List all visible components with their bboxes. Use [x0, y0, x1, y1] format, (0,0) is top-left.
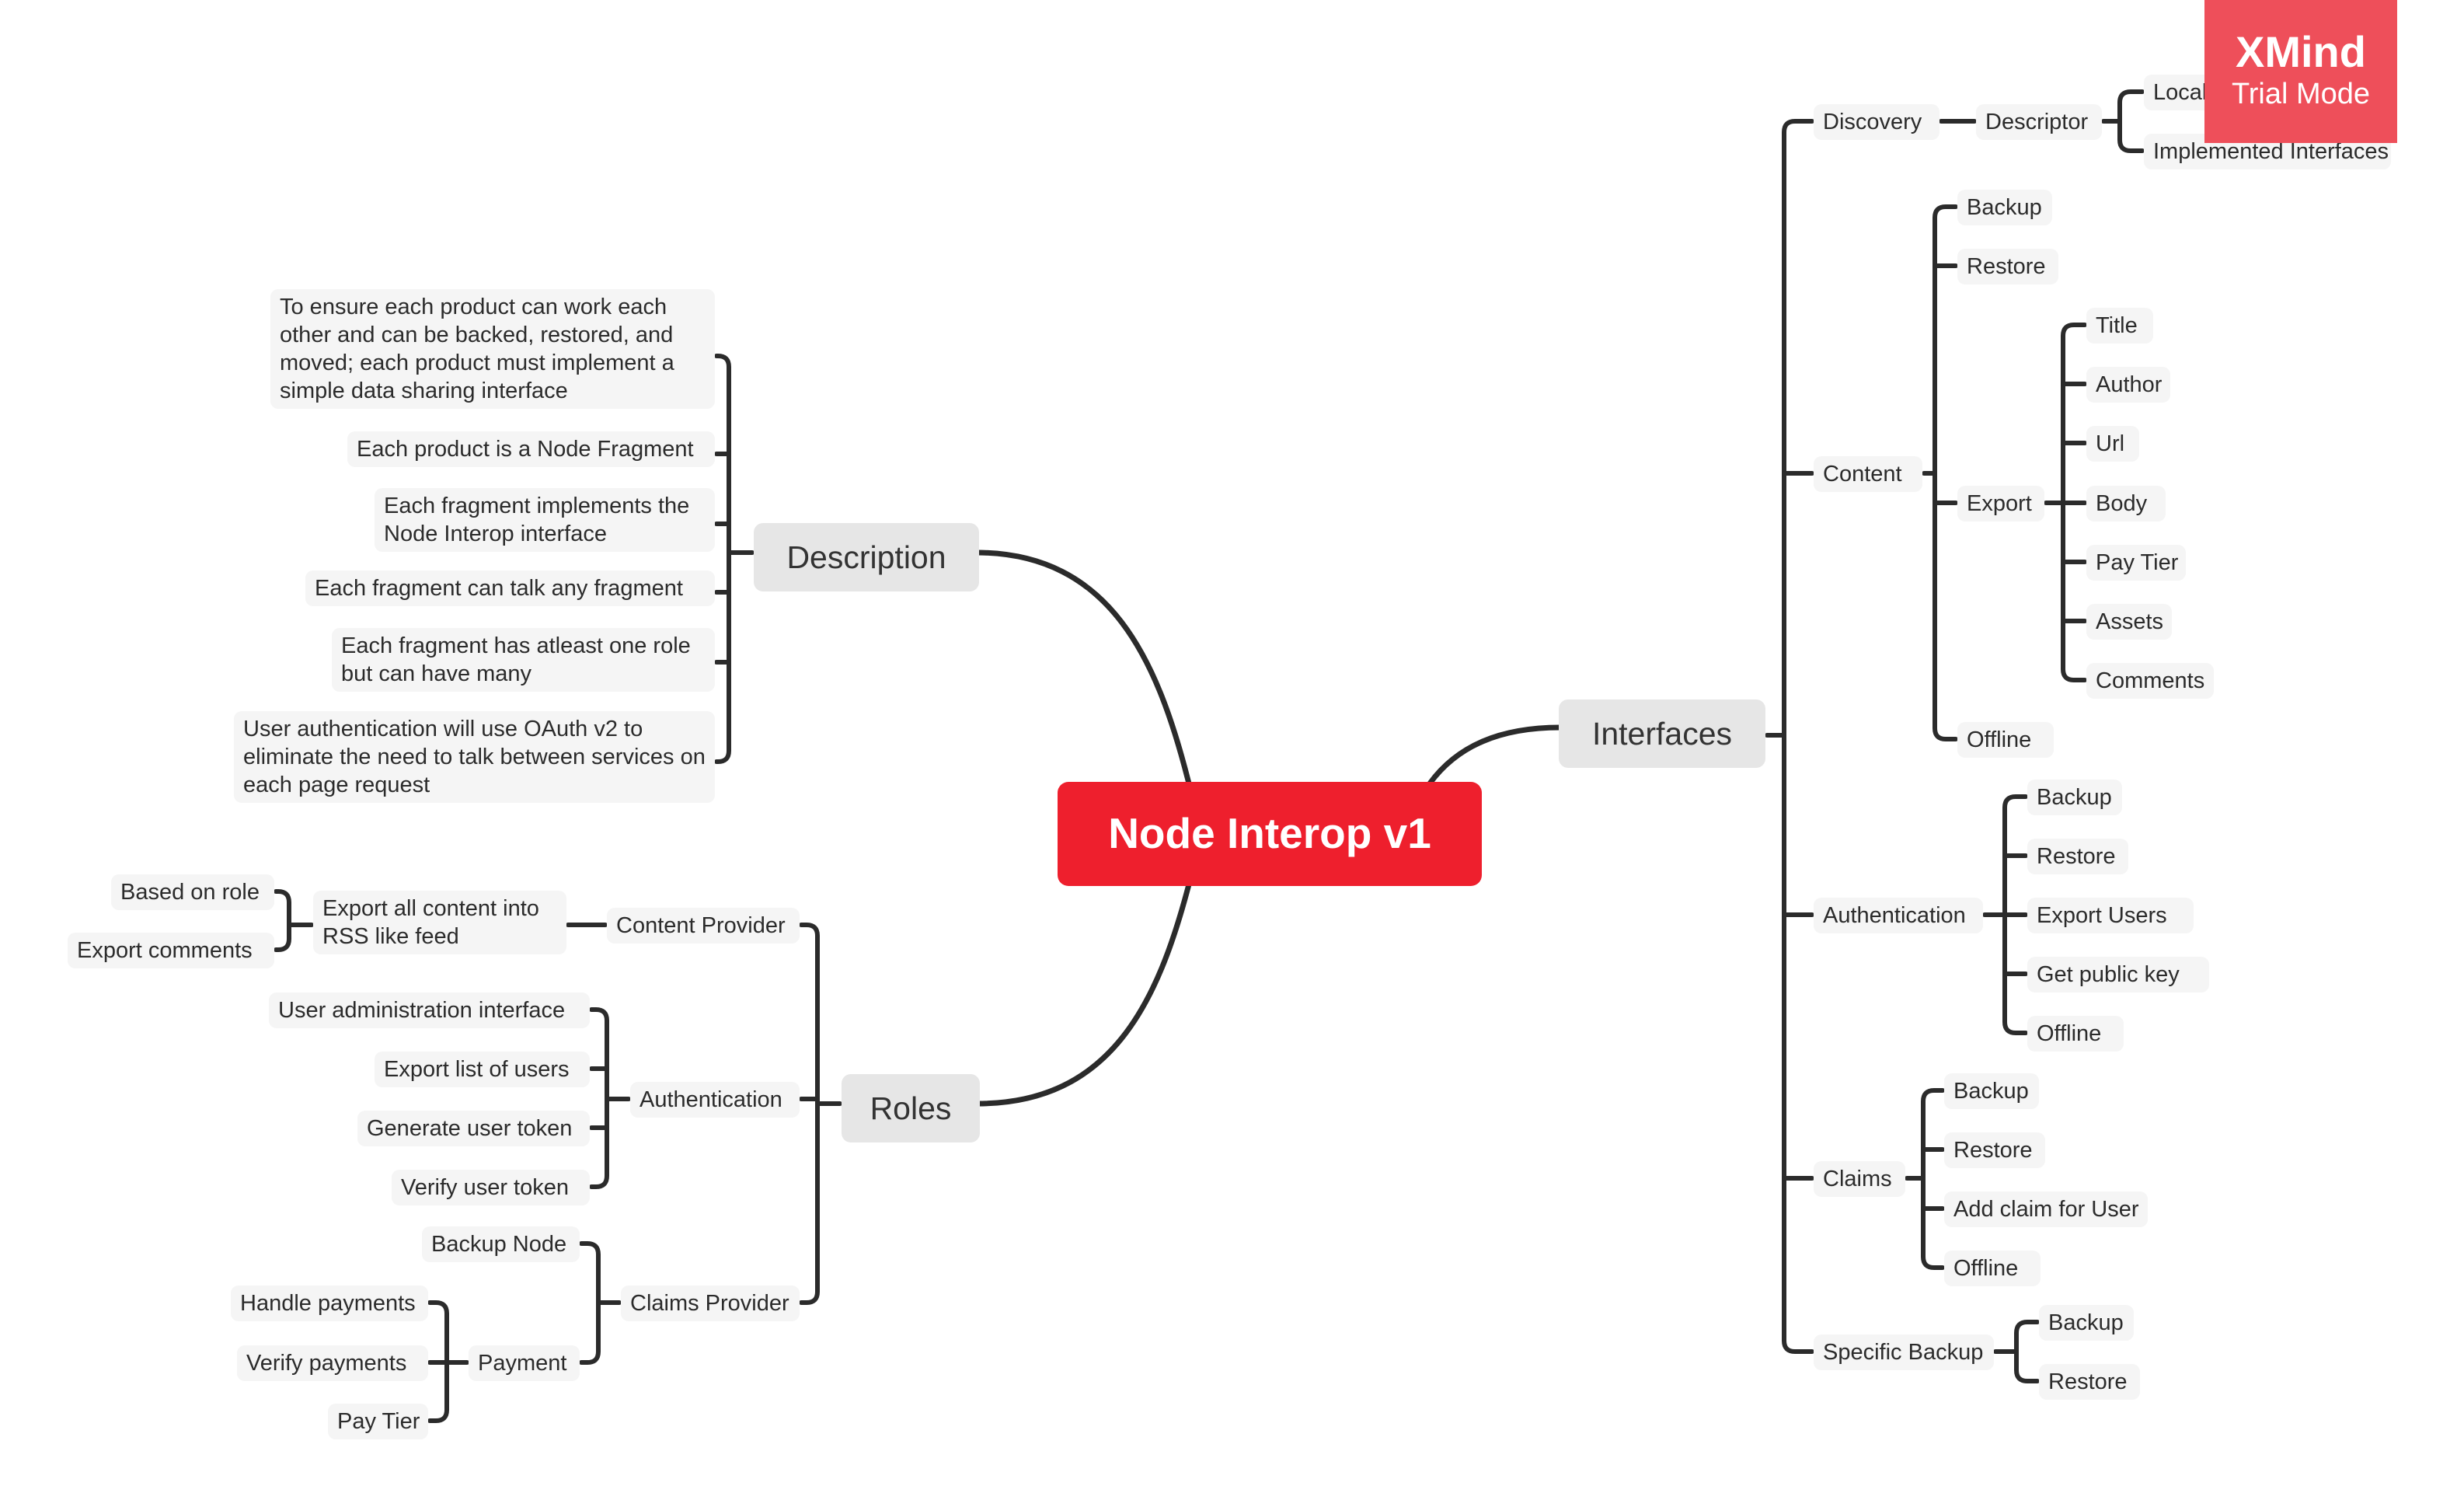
interfaces-authentication[interactable]: Authentication [1814, 898, 1983, 933]
connector [1933, 204, 1958, 741]
interfaces-specific-backup[interactable]: Specific Backup [1814, 1334, 1994, 1370]
export-field[interactable]: Assets [2086, 604, 2172, 640]
export-field[interactable]: Body [2086, 486, 2166, 522]
connector [799, 923, 820, 1305]
content-restore[interactable]: Restore [1957, 249, 2058, 284]
auth-interface-item[interactable]: Backup [2027, 780, 2122, 815]
export-field[interactable]: Comments [2086, 663, 2214, 699]
connector [274, 889, 291, 952]
branch-roles[interactable]: Roles [842, 1074, 980, 1142]
xmind-brand: XMind [2236, 27, 2366, 76]
claims-interface-item[interactable]: Backup [1944, 1073, 2039, 1109]
roles-payment-item[interactable]: Pay Tier [328, 1404, 428, 1439]
roles-content-provider[interactable]: Content Provider [607, 908, 800, 944]
export-field[interactable]: Pay Tier [2086, 545, 2186, 581]
roles-export-item[interactable]: Export comments [68, 933, 274, 968]
roles-auth-item[interactable]: Generate user token [357, 1111, 590, 1146]
export-field[interactable]: Author [2086, 367, 2170, 403]
roles-export-rss[interactable]: Export all content into RSS like feed [313, 891, 566, 954]
claims-interface-item[interactable]: Offline [1944, 1251, 2041, 1286]
description-item[interactable]: Each fragment can talk any fragment [305, 570, 715, 606]
claims-interface-item[interactable]: Add claim for User [1944, 1191, 2148, 1227]
export-field[interactable]: Url [2086, 426, 2139, 462]
specific-backup-item[interactable]: Backup [2039, 1305, 2134, 1341]
roles-export-item[interactable]: Based on role [111, 874, 274, 910]
description-item[interactable]: Each fragment has atleast one role but c… [332, 628, 715, 692]
interfaces-content[interactable]: Content [1814, 456, 1922, 492]
roles-authentication[interactable]: Authentication [630, 1082, 800, 1118]
specific-backup-item[interactable]: Restore [2039, 1364, 2140, 1400]
connector [2014, 1320, 2040, 1383]
interfaces-claims[interactable]: Claims [1814, 1161, 1905, 1197]
content-export[interactable]: Export [1957, 486, 2044, 522]
roles-auth-item[interactable]: Verify user token [392, 1170, 590, 1205]
roles-payment-item[interactable]: Verify payments [237, 1345, 428, 1381]
auth-interface-item[interactable]: Offline [2027, 1016, 2124, 1052]
central-topic[interactable]: Node Interop v1 [1058, 782, 1482, 886]
auth-interface-item[interactable]: Restore [2027, 839, 2128, 874]
connector [2117, 89, 2145, 153]
xmind-trial-badge: XMind Trial Mode [2204, 0, 2397, 143]
connector-root-description [974, 549, 1192, 787]
roles-claims-provider[interactable]: Claims Provider [621, 1285, 800, 1321]
roles-payment-item[interactable]: Handle payments [231, 1285, 428, 1321]
export-field[interactable]: Title [2086, 308, 2153, 344]
auth-interface-item[interactable]: Get public key [2027, 957, 2209, 992]
roles-auth-item[interactable]: Export list of users [375, 1052, 590, 1087]
interfaces-descriptor[interactable]: Descriptor [1976, 104, 2102, 140]
connector [714, 354, 731, 764]
connector-root-roles [974, 881, 1192, 1107]
interfaces-discovery[interactable]: Discovery [1814, 104, 1939, 140]
connector-root-interfaces [1427, 724, 1563, 787]
description-item[interactable]: Each product is a Node Fragment [347, 431, 715, 467]
roles-backup-node[interactable]: Backup Node [422, 1226, 580, 1262]
roles-auth-item[interactable]: User administration interface [269, 992, 590, 1028]
connector [579, 1241, 601, 1365]
description-item[interactable]: Each fragment implements the Node Intero… [375, 488, 715, 552]
content-backup[interactable]: Backup [1957, 190, 2052, 225]
branch-interfaces[interactable]: Interfaces [1559, 699, 1765, 768]
connector [1921, 1088, 1945, 1270]
connector [1782, 119, 1814, 1354]
description-item[interactable]: To ensure each product can work each oth… [270, 289, 715, 409]
roles-payment[interactable]: Payment [469, 1345, 580, 1381]
branch-description[interactable]: Description [754, 523, 979, 591]
auth-interface-item[interactable]: Export Users [2027, 898, 2194, 933]
content-offline[interactable]: Offline [1957, 722, 2054, 758]
connector [589, 1007, 609, 1189]
claims-interface-item[interactable]: Restore [1944, 1132, 2045, 1168]
description-item[interactable]: User authentication will use OAuth v2 to… [234, 711, 715, 803]
trial-mode-label: Trial Mode [2231, 78, 2371, 110]
